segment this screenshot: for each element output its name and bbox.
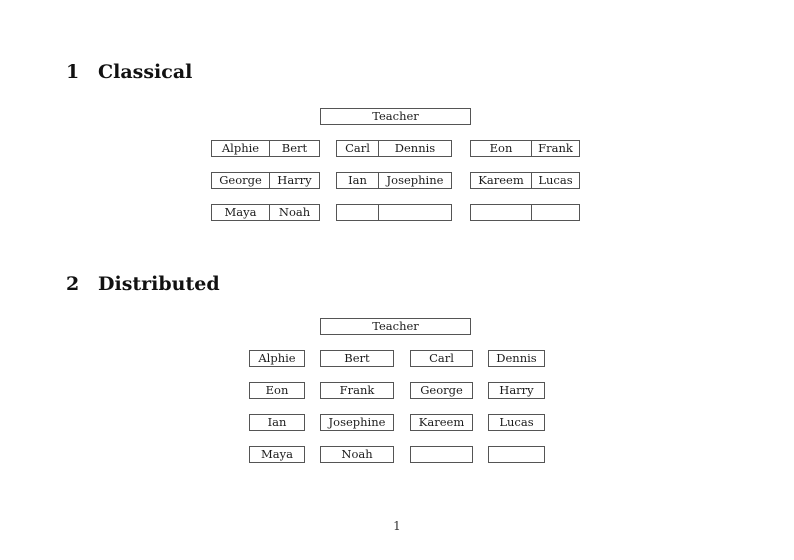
seat-cell: Josephine: [378, 173, 451, 188]
seat-cell: Ian: [348, 173, 367, 187]
section-number: 1: [66, 61, 80, 83]
page-number: 1: [393, 519, 401, 533]
seat-cell: Kareem: [478, 173, 524, 187]
desk: Maya Noah: [211, 204, 320, 221]
seat-cell: Eon: [489, 141, 513, 155]
seat-cell: Lucas: [531, 173, 579, 188]
seat-cell: Carl: [345, 141, 370, 155]
desk: George Harry: [211, 172, 320, 189]
student-box: [488, 446, 545, 463]
section-title: Distributed: [98, 273, 220, 295]
desk: Eon Frank: [470, 140, 580, 157]
section-heading-distributed: 2 Distributed: [66, 273, 220, 295]
student-box: Bert: [320, 350, 394, 367]
desk: Kareem Lucas: [470, 172, 580, 189]
student-box: Eon: [249, 382, 305, 399]
desk: [336, 204, 452, 221]
student-box: Maya: [249, 446, 305, 463]
student-box: Josephine: [320, 414, 394, 431]
seat-cell: Harry: [269, 173, 319, 188]
distributed-teacher-box: Teacher: [320, 318, 471, 335]
seat-cell: [531, 205, 579, 220]
desk: Alphie Bert: [211, 140, 320, 157]
student-box: Noah: [320, 446, 394, 463]
section-title: Classical: [98, 61, 193, 83]
student-box: Ian: [249, 414, 305, 431]
seat-cell: Maya: [224, 205, 257, 219]
student-box: [410, 446, 473, 463]
student-box: Kareem: [410, 414, 473, 431]
seat-cell: Frank: [531, 141, 579, 156]
student-box: Frank: [320, 382, 394, 399]
student-box: Lucas: [488, 414, 545, 431]
section-number: 2: [66, 273, 80, 295]
desk: Carl Dennis: [336, 140, 452, 157]
seat-cell: [378, 205, 451, 220]
desk: [470, 204, 580, 221]
seat-cell: Noah: [269, 205, 319, 220]
classical-teacher-box: Teacher: [320, 108, 471, 125]
seat-cell: [471, 205, 531, 220]
seat-cell: Bert: [269, 141, 319, 156]
seat-cell: Alphie: [221, 141, 260, 155]
student-box: George: [410, 382, 473, 399]
student-box: Alphie: [249, 350, 305, 367]
student-box: Harry: [488, 382, 545, 399]
seat-cell: [337, 205, 378, 220]
section-heading-classical: 1 Classical: [66, 61, 192, 83]
desk: Ian Josephine: [336, 172, 452, 189]
student-box: Carl: [410, 350, 473, 367]
student-box: Dennis: [488, 350, 545, 367]
seat-cell: George: [219, 173, 262, 187]
seat-cell: Dennis: [378, 141, 451, 156]
